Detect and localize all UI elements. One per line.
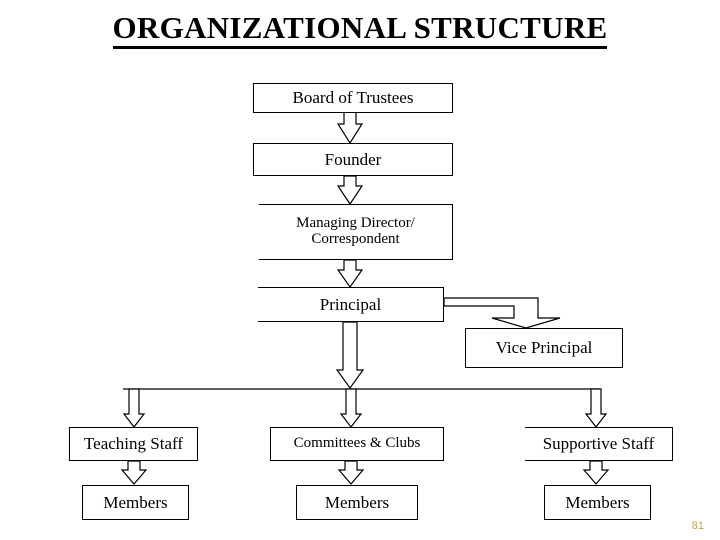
founder-label: Founder [324,149,382,169]
members-supportive-label: Members [565,492,630,512]
managing-director-label: Managing Director/ Correspondent [296,215,415,247]
committees-clubs-label: Committees & Clubs [293,435,421,452]
members-committees-label: Members [324,492,390,512]
board-of-trustees-box: Board of Trustees [253,83,453,113]
principal-label: Principal [319,294,382,314]
arrow-committees-members [337,460,365,485]
vice-principal-label: Vice Principal [495,338,593,358]
arrow-bar-supportive [584,388,608,428]
arrow-board-founder [336,111,364,145]
arrow-bar-committees [339,388,363,428]
founder-box: Founder [253,143,453,176]
vice-principal-box: Vice Principal [465,328,623,368]
arrow-bar-teaching [122,388,146,428]
arrow-md-principal [336,259,364,289]
members-supportive-box: Members [544,485,651,520]
members-committees-box: Members [296,485,418,520]
arrow-founder-md [336,175,364,206]
board-of-trustees-label: Board of Trustees [292,88,414,108]
arrow-supportive-members [582,460,610,485]
arrow-principal-vice [443,297,561,329]
teaching-staff-label: Teaching Staff [83,434,184,454]
teaching-staff-box: Teaching Staff [69,427,198,461]
page-title: ORGANIZATIONAL STRUCTURE [0,10,720,49]
arrow-teaching-members [120,460,148,485]
supportive-staff-box: Supportive Staff [525,427,673,461]
members-teaching-label: Members [103,492,168,512]
supportive-staff-label: Supportive Staff [542,434,655,454]
managing-director-box: Managing Director/ Correspondent [259,204,453,260]
page-number: 81 [691,520,704,532]
principal-box: Principal [258,287,444,322]
arrow-principal-trunk [335,321,365,390]
committees-clubs-box: Committees & Clubs [270,427,444,461]
members-teaching-box: Members [82,485,189,520]
title-text: ORGANIZATIONAL STRUCTURE [112,10,608,49]
